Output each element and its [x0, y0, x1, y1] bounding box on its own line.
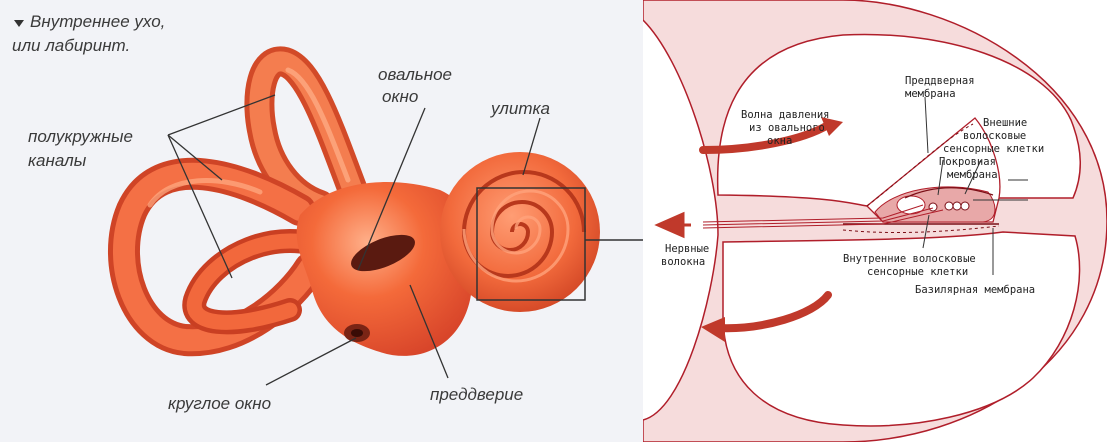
label-inner-hair-cells-2: сенсорные клетки	[867, 266, 968, 278]
label-vestibule: преддверие	[430, 385, 523, 404]
title-line-1: Внутреннее ухо,	[30, 12, 165, 31]
cochlea-illustration	[440, 152, 600, 312]
cochlea-cross-section-panel: Преддверная мембрана Волна давления из о…	[643, 0, 1107, 442]
left-leader-lines	[167, 94, 541, 386]
label-cochlea: улитка	[490, 99, 550, 118]
label-pressure-wave-1: Волна давления	[741, 109, 830, 121]
title-line-2: или лабиринт.	[12, 36, 130, 55]
label-nerve-fibers-2: волокна	[661, 256, 705, 268]
label-vestibular-membrane-1: Преддверная	[905, 75, 975, 87]
label-outer-hair-cells-3: сенсорные клетки	[943, 143, 1044, 155]
label-pressure-wave-2: из овального	[749, 122, 825, 134]
label-inner-hair-cells-1: Внутренние волосковые	[843, 253, 976, 265]
cochlea-cross-section: Преддверная мембрана Волна давления из о…	[643, 0, 1107, 442]
cochlea-zoom-box	[476, 187, 586, 301]
pressure-wave-arrow-icon	[699, 121, 832, 154]
vestibule-body	[296, 182, 475, 356]
right-leader-lines	[922, 96, 1028, 275]
scala-tympani	[722, 231, 1081, 427]
nerve-fiber-bundle	[702, 204, 944, 229]
label-oval-window-1: овальное	[378, 65, 452, 84]
label-vestibular-membrane-2: мембрана	[905, 88, 956, 100]
semicircular-canals	[108, 46, 367, 357]
label-oval-window-2: окно	[382, 87, 418, 106]
label-basilar-membrane: Базилярная мембрана	[915, 284, 1035, 296]
label-outer-hair-cells-2: волосковые	[963, 130, 1026, 142]
label-semicircular-1: полукружные	[28, 127, 133, 146]
ear-illustration-panel: Внутреннее ухо, или лабиринт.	[0, 0, 643, 442]
label-outer-hair-cells-1: Внешние	[983, 117, 1027, 129]
triangle-down-icon	[14, 20, 24, 27]
label-tectorial-membrane-2: мембрана	[947, 169, 998, 181]
return-wave-arrow-icon	[714, 291, 832, 333]
label-tectorial-membrane-1: Покровная	[939, 156, 996, 168]
inner-ear-illustration: Внутреннее ухо, или лабиринт.	[12, 12, 643, 413]
label-pressure-wave-3: окна	[767, 135, 792, 147]
label-round-window: круглое окно	[168, 394, 271, 413]
hair-cells	[928, 201, 970, 212]
label-nerve-fibers-1: Нервные	[665, 243, 709, 255]
label-semicircular-2: каналы	[28, 151, 87, 170]
oval-window-opening	[351, 234, 415, 272]
nerve-signal-arrow-icon	[654, 211, 691, 239]
